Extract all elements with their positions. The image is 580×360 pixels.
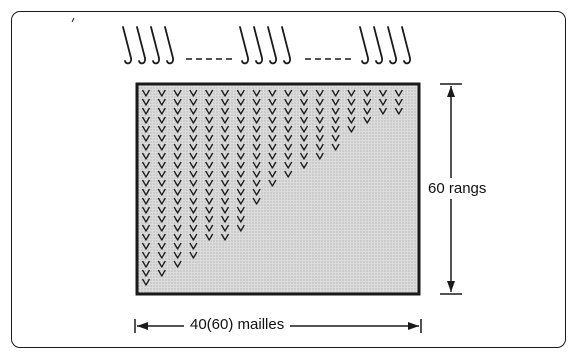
- stitch-column: [220, 89, 230, 241]
- stitch-column: [394, 89, 403, 115]
- knitting-needle: [401, 26, 411, 65]
- stitch-columns: [141, 89, 403, 286]
- knitting-needle: [150, 26, 160, 65]
- knitting-needle: [373, 26, 383, 65]
- stitch-column: [347, 89, 356, 133]
- stitch-column: [236, 89, 245, 232]
- stitch-column: [205, 89, 214, 241]
- stitch-column: [252, 89, 261, 205]
- knitting-needle: [281, 26, 291, 65]
- stitches-label: 40(60) mailles: [184, 316, 291, 333]
- knitted-fabric: [135, 82, 421, 296]
- stitch-column: [141, 89, 151, 286]
- stitch-column: [363, 89, 372, 124]
- knitting-needle: [387, 26, 397, 65]
- knitting-needle: [136, 26, 146, 65]
- stitch-column: [173, 89, 182, 268]
- stitch-column: [189, 89, 198, 259]
- stitch-column: [299, 89, 309, 169]
- stitch-column: [157, 89, 166, 277]
- knitting-needle: [239, 26, 249, 65]
- knitting-needle: [164, 26, 174, 65]
- stitch-column: [284, 89, 293, 178]
- stitch-column: [315, 89, 324, 160]
- knitting-needle: [359, 26, 369, 65]
- knitting-needle: [267, 26, 277, 65]
- stitch-column: [331, 89, 340, 151]
- stitch-column: [378, 89, 388, 115]
- stitch-column: [268, 89, 277, 187]
- stray-mark: [71, 17, 75, 23]
- rows-label: 60 rangs: [425, 178, 490, 199]
- needle-row: [122, 26, 411, 65]
- diagram-frame: [11, 11, 566, 348]
- knitting-needle: [253, 26, 263, 65]
- knitting-needle: [122, 26, 132, 65]
